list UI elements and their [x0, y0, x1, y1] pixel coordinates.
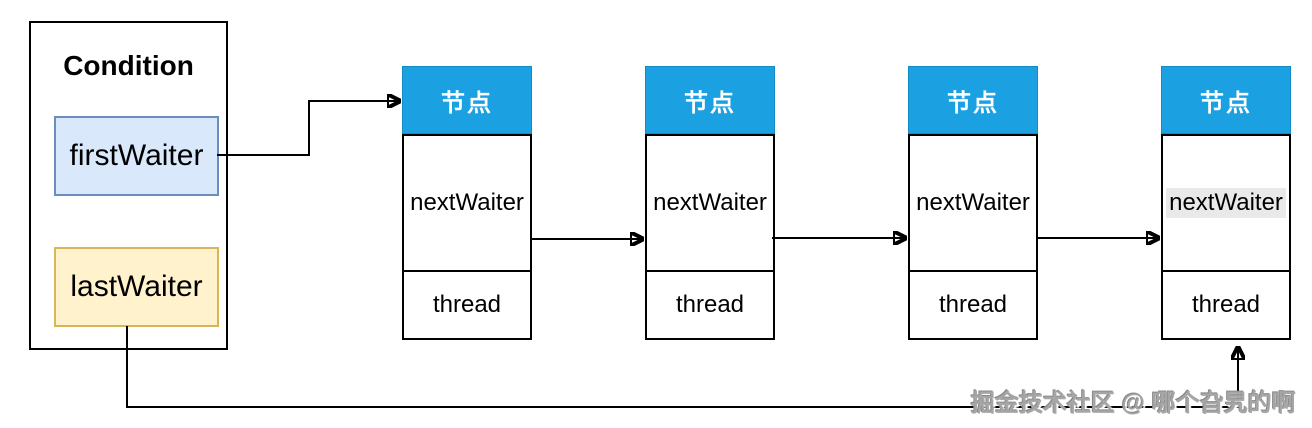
node-3-header: 节点: [908, 66, 1038, 134]
node-4-thread-cell: thread: [1161, 270, 1291, 340]
node-4-thread-label: thread: [1191, 291, 1261, 318]
node-2-thread-cell: thread: [645, 270, 775, 340]
node-2-title: 节点: [684, 89, 736, 117]
node-4-header: 节点: [1161, 66, 1291, 134]
node-2-header: 节点: [645, 66, 775, 134]
last-waiter-field: lastWaiter: [54, 247, 219, 327]
node-1-thread-label: thread: [432, 291, 502, 318]
node-4-title: 节点: [1200, 89, 1252, 117]
node-3-next-waiter-cell: nextWaiter: [908, 134, 1038, 272]
node-1-header: 节点: [402, 66, 532, 134]
condition-box: Condition firstWaiter lastWaiter: [29, 21, 228, 350]
node-1-next-waiter-cell: nextWaiter: [402, 134, 532, 272]
node-3: 节点 nextWaiter thread: [908, 66, 1038, 340]
node-2-next-waiter-label: nextWaiter: [653, 189, 767, 216]
node-1-next-waiter-label: nextWaiter: [410, 189, 524, 216]
node-3-next-waiter-label: nextWaiter: [916, 189, 1030, 216]
node-4: 节点 nextWaiter thread: [1161, 66, 1291, 340]
node-4-next-waiter-cell: nextWaiter: [1161, 134, 1291, 272]
watermark: 掘金技术社区 @ 哪个旮旯的啊: [971, 390, 1296, 417]
first-waiter-label: firstWaiter: [69, 139, 204, 172]
node-2: 节点 nextWaiter thread: [645, 66, 775, 340]
node-3-title: 节点: [947, 89, 999, 117]
node-1: 节点 nextWaiter thread: [402, 66, 532, 340]
node-4-next-waiter-label: nextWaiter: [1166, 188, 1286, 218]
node-3-thread-label: thread: [938, 291, 1008, 318]
last-waiter-label: lastWaiter: [70, 270, 203, 303]
edge-firstwaiter-to-node1: [217, 101, 399, 156]
first-waiter-field: firstWaiter: [54, 116, 219, 196]
node-3-thread-cell: thread: [908, 270, 1038, 340]
node-2-next-waiter-cell: nextWaiter: [645, 134, 775, 272]
node-1-title: 节点: [441, 89, 493, 117]
condition-title: Condition: [63, 50, 194, 81]
node-1-thread-cell: thread: [402, 270, 532, 340]
node-2-thread-label: thread: [675, 291, 745, 318]
